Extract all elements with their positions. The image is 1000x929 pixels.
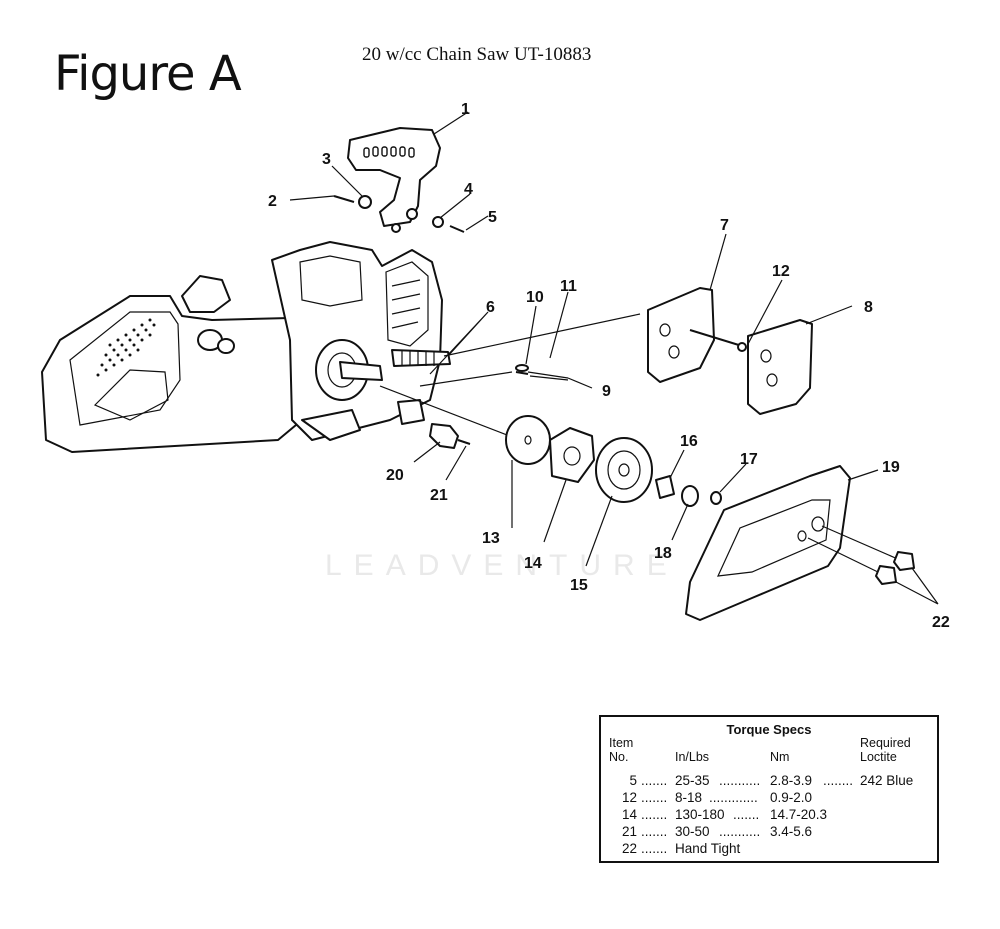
parts-2-5-pins-springs	[289, 195, 465, 233]
callout-18: 18	[654, 545, 672, 562]
table-row: 14 ....... 130-180 ....... 14.7-20.3	[621, 807, 828, 822]
parts-9-10-11	[419, 364, 569, 387]
callout-15: 15	[570, 577, 588, 594]
callout-20: 20	[386, 467, 404, 484]
saw-housing	[41, 241, 451, 453]
header-in-lbs: In/Lbs	[675, 750, 710, 764]
callout-21: 21	[430, 487, 448, 504]
callout-11: 11	[560, 278, 577, 295]
table-row: 5 ....... 25-35 ........... 2.8-3.9 ....…	[629, 773, 914, 788]
callout-16: 16	[680, 433, 698, 450]
callout-12: 12	[772, 263, 790, 280]
callout-7: 7	[720, 217, 729, 234]
callout-2: 2	[268, 193, 277, 210]
callout-5: 5	[488, 209, 497, 226]
header-item: Item No.	[609, 736, 634, 764]
callout-17: 17	[740, 451, 758, 468]
header-nm: Nm	[770, 750, 790, 764]
table-row: 12 ....... 8-18 ............. 0.9-2.0	[621, 790, 813, 805]
watermark-text: LEADVENTURE	[325, 549, 679, 582]
parts-7-8-12-plates	[443, 287, 813, 415]
parts-20-21	[429, 423, 471, 449]
parts-13-18-clutch-assembly	[379, 385, 722, 507]
part-19-side-cover	[685, 465, 915, 621]
callout-19: 19	[882, 459, 900, 476]
callout-leaders	[331, 111, 939, 605]
table-row: 22 ....... Hand Tight	[621, 841, 741, 856]
callout-4: 4	[464, 181, 473, 198]
callout-1: 1	[461, 101, 470, 118]
callout-numbers: 1 2 3 4 5 6 7 8 9 10 11 12 13 14 15 16 1…	[268, 101, 950, 631]
exploded-parts-diagram: LEADVENTURE	[41, 101, 950, 631]
callout-14: 14	[524, 555, 542, 572]
figure-label: Figure A	[54, 46, 242, 102]
torque-specs-title: Torque Specs	[726, 722, 812, 737]
callout-9: 9	[602, 383, 611, 400]
callout-13: 13	[482, 530, 500, 547]
callout-22: 22	[932, 614, 950, 631]
callout-3: 3	[322, 151, 331, 168]
header-loctite: Required Loctite	[860, 736, 911, 764]
part-1-brake-handle	[347, 127, 441, 233]
callout-6: 6	[486, 299, 495, 316]
table-row: 21 ....... 30-50 ........... 3.4-5.6	[621, 824, 813, 839]
torque-specs-table: Torque Specs Item No. In/Lbs Nm Required…	[599, 715, 939, 863]
diagram-subtitle: 20 w/cc Chain Saw UT-10883	[362, 44, 592, 65]
callout-10: 10	[526, 289, 544, 306]
callout-8: 8	[864, 299, 873, 316]
